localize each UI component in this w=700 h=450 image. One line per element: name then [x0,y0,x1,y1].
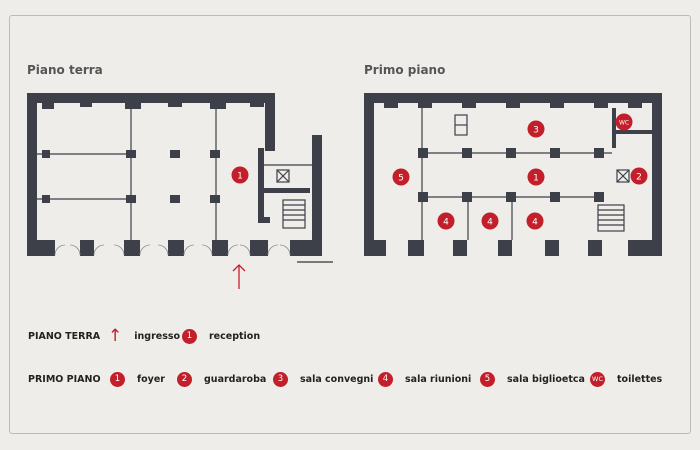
ground-floor-plan [27,93,333,289]
badge-first-sala-riunioni-b: 4 [481,212,499,230]
wc-badge: WC [590,371,605,387]
number-badge: 2 [177,371,192,387]
badge-first-guardaroba: 2 [630,167,648,185]
legend-item-toilettes: WC toilettes [590,370,662,388]
legend-label: guardaroba [204,373,267,385]
ground-doors [54,244,291,256]
svg-text:1: 1 [533,174,539,184]
ground-walls [27,93,322,256]
outer-frame [9,15,691,434]
svg-text:WC: WC [619,120,629,127]
first-floor-plan [364,93,662,256]
legend-item-guardaroba: 2 guardaroba [177,370,266,388]
legend-first-header: PRIMO PIANO [28,374,101,385]
legend-label: reception [209,330,261,342]
legend-item-sala-riunioni: 4 sala riunioni [378,370,471,388]
svg-text:4: 4 [443,218,449,228]
ground-floor-title: Piano terra [27,63,103,77]
legend-item-sala-convegni: 3 sala convegni [273,370,373,388]
legend-ground-header: PIANO TERRA [28,331,101,342]
legend-item-sala-biblioteca: 5 sala biglioetca [480,370,585,388]
legend-label: sala biglioetca [507,373,585,385]
legend-label: sala convegni [300,373,374,385]
badge-ground-reception: 1 [231,166,249,184]
svg-text:1: 1 [237,172,243,182]
badge-first-sala-riunioni-c: 4 [526,212,544,230]
legend-item-foyer: 1 foyer [110,370,165,388]
svg-text:3: 3 [533,126,539,136]
badge-first-sala-convegni: 3 [527,120,545,138]
number-badge: 4 [378,371,393,387]
legend-first: PRIMO PIANO 1 foyer 2 guardaroba 3 sala … [28,370,688,390]
first-floor-title: Primo piano [364,63,446,77]
entrance-arrow-icon [232,264,246,289]
badge-first-foyer: 1 [527,168,545,186]
svg-text:4: 4 [532,218,538,228]
ground-partitions [37,103,312,240]
legend-label: sala riunioni [405,373,472,385]
badge-first-sala-biblioteca: 5 [392,168,410,186]
legend-label: ingresso [134,330,181,342]
legend-ground: PIANO TERRA ↑ ingresso 1 reception [28,327,668,347]
legend-label: toilettes [617,373,663,385]
svg-text:4: 4 [487,218,493,228]
first-partitions [421,103,630,240]
svg-text:2: 2 [636,173,642,183]
first-walls [364,93,662,256]
svg-text:5: 5 [398,174,404,184]
number-badge: 1 [182,328,197,344]
number-badge: 5 [480,371,495,387]
number-badge: 3 [273,371,288,387]
legend-item-reception: 1 reception [182,327,260,345]
badge-first-wc: WC [615,113,633,131]
number-badge: 1 [110,371,125,387]
map-badges: 1 1 2 3 4 4 4 5 [231,113,648,230]
arrow-up-icon: ↑ [108,325,123,346]
badge-first-sala-riunioni-a: 4 [437,212,455,230]
legend-item-ingresso: ↑ ingresso [108,327,180,345]
legend-label: foyer [137,373,165,385]
